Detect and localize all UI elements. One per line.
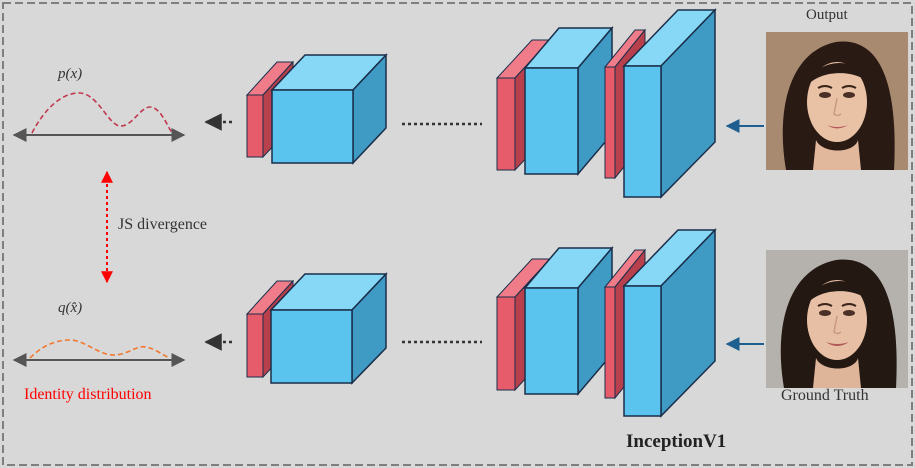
ground-truth-label: Ground Truth: [781, 387, 869, 404]
top-distribution-plot: [12, 92, 186, 142]
identity-distribution-label: Identity distribution: [24, 386, 152, 403]
ground-truth-face-image: [766, 250, 908, 388]
p-x-label: p(x): [58, 66, 83, 82]
inception-v1-label: InceptionV1: [626, 431, 727, 452]
p-curve: [31, 92, 173, 134]
output-face-image: [766, 32, 908, 170]
bottom-cube-3: [622, 228, 717, 418]
q-curve: [29, 339, 171, 359]
q-xhat-label: q(x̂): [58, 300, 83, 316]
bottom-cube-2: [523, 245, 614, 397]
js-divergence-label: JS divergence: [118, 216, 208, 233]
top-cube-2: [523, 25, 614, 177]
top-cube-3: [622, 8, 717, 199]
bottom-small-cube: [269, 272, 388, 385]
bottom-distribution-plot: [12, 339, 186, 367]
top-small-cube: [270, 53, 388, 165]
output-label: Output: [806, 7, 848, 23]
